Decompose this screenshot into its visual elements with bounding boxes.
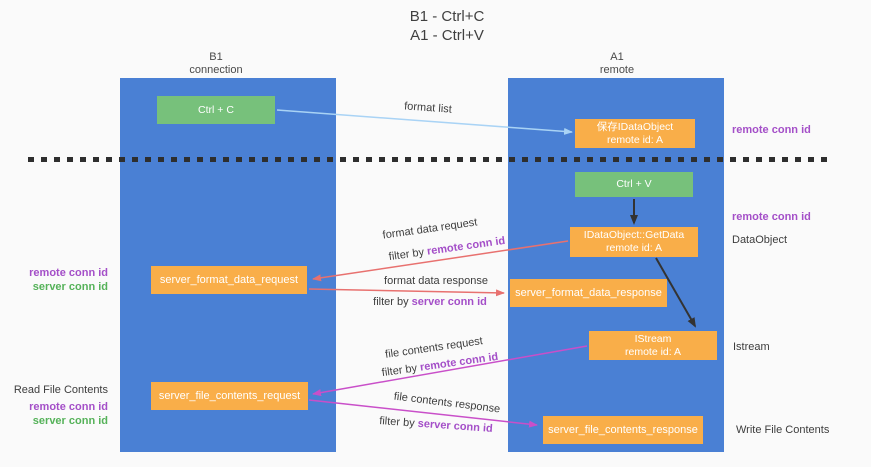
column-b1-role: connection <box>189 64 243 76</box>
ctrl-c-label: Ctrl + C <box>198 103 234 116</box>
server-format-data-request-label: server_format_data_request <box>159 273 299 286</box>
title-line-2: A1 - Ctrl+V <box>410 27 484 44</box>
arrow-format-data-response <box>308 288 505 297</box>
filter-by-text: filter by <box>381 361 421 380</box>
server-format-data-response-label: server_format_data_response <box>515 286 662 299</box>
server-conn-id-left-bottom: server conn id <box>32 415 108 427</box>
remote-conn-id-right-mid: remote conn id <box>732 211 811 223</box>
server-format-data-request-box: server_format_data_request <box>151 266 307 294</box>
istream-title: IStream <box>634 332 672 345</box>
getdata-subtitle: remote id: A <box>605 242 663 254</box>
server-file-contents-response-box: server_file_contents_response <box>543 416 703 444</box>
remote-conn-id-right-top: remote conn id <box>732 124 811 136</box>
filter-by-server-conn-id-label-2: filter by server conn id <box>379 415 493 435</box>
remote-conn-id-text: remote conn id <box>426 234 506 258</box>
filter-by-server-conn-id-label-1: filter by server conn id <box>373 296 487 308</box>
idataobject-getdata-box: IDataObject::GetData remote id: A <box>570 227 698 257</box>
ctrl-v-label: Ctrl + V <box>616 178 652 190</box>
format-data-request-label: format data request <box>381 216 479 242</box>
server-conn-id-text: server conn id <box>411 296 487 308</box>
filter-by-text: filter by <box>373 296 412 308</box>
column-b1-name: B1 <box>209 51 223 63</box>
column-header-a1: A1 remote <box>600 51 634 77</box>
istream-box: IStream remote id: A <box>589 331 717 360</box>
server-conn-id-left-top: server conn id <box>32 281 108 293</box>
ctrl-v-box: Ctrl + V <box>575 172 693 197</box>
server-format-data-response-box: server_format_data_response <box>510 279 667 307</box>
write-file-contents-label: Write File Contents <box>736 424 830 436</box>
column-header-b1: B1 connection <box>189 51 242 77</box>
server-file-contents-request-box: server_file_contents_request <box>151 382 308 410</box>
filter-by-text: filter by <box>378 415 419 430</box>
column-a1-role: remote <box>599 64 635 76</box>
remote-conn-id-left-top: remote conn id <box>29 267 108 279</box>
format-data-response-label: format data response <box>384 275 488 287</box>
read-file-contents-label: Read File Contents <box>13 384 108 396</box>
title-line-1: B1 - Ctrl+C <box>409 8 485 25</box>
column-a1-name: A1 <box>610 51 624 63</box>
filter-by-remote-conn-id-label-1: filter by remote conn id <box>388 235 506 263</box>
server-file-contents-request-label: server_file_contents_request <box>158 389 301 402</box>
istream-side-label: Istream <box>733 341 770 353</box>
save-idataobject-box: 保存IDataObject remote id: A <box>575 119 695 148</box>
ctrl-c-box: Ctrl + C <box>157 96 275 124</box>
dataobject-label: DataObject <box>732 234 788 246</box>
filter-by-text: filter by <box>388 245 428 264</box>
save-idataobject-subtitle: remote id: A <box>606 133 664 146</box>
save-idataobject-title: 保存IDataObject <box>596 120 674 133</box>
diagram-title: B1 - Ctrl+C A1 - Ctrl+V <box>410 7 485 45</box>
server-conn-id-text: server conn id <box>417 417 494 435</box>
file-contents-response-label: file contents response <box>393 390 501 416</box>
format-list-label: format list <box>403 100 453 116</box>
getdata-title: IDataObject::GetData <box>583 229 685 241</box>
server-file-contents-response-label: server_file_contents_response <box>548 423 698 436</box>
dashed-separator <box>28 157 834 162</box>
istream-subtitle: remote id: A <box>624 345 682 358</box>
remote-conn-id-left-bottom: remote conn id <box>29 401 108 413</box>
